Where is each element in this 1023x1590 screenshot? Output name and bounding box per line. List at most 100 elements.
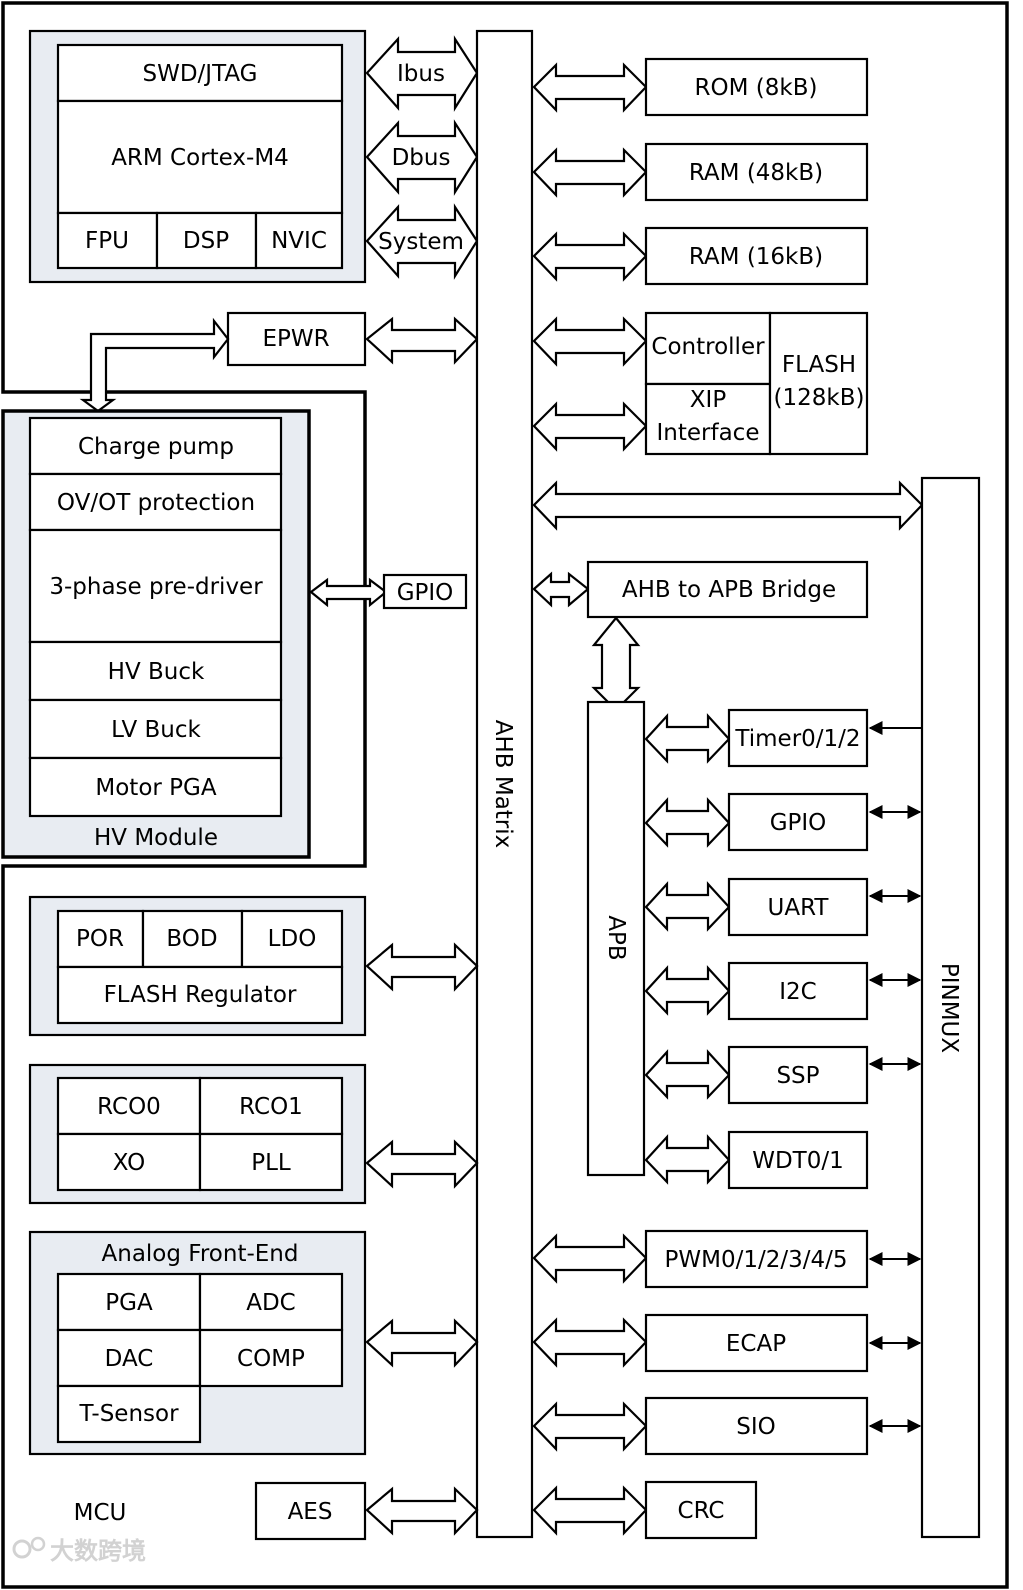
hv-gpio-arrow [309, 577, 388, 608]
clock-group: RCO0 RCO1 XO PLL [28, 1063, 367, 1205]
ram48-label: RAM (48kB) [689, 160, 823, 186]
rom-block [644, 57, 869, 117]
dac-block [56, 1328, 202, 1388]
aes-block [254, 1481, 367, 1541]
clock-ahb-arrow [365, 1139, 479, 1189]
xo-label: XO [113, 1150, 145, 1176]
hv-module-title: HV Module [94, 825, 218, 851]
epwr-ahb-arrow [365, 316, 479, 365]
sio-arrow [532, 1401, 648, 1452]
memory-group: ROM (8kB) RAM (48kB) RAM (16kB) Controll… [532, 57, 869, 456]
crc-arrow [532, 1485, 648, 1536]
flash-controller-label: Controller [651, 334, 765, 360]
por-label: POR [76, 926, 124, 952]
afe-group: Analog Front-End PGA ADC DAC COMP T-Sens… [28, 1230, 367, 1456]
ssp-arrow [644, 1049, 731, 1100]
uart-block [727, 877, 869, 937]
timer-arrow [644, 713, 731, 764]
epwr-block [226, 311, 367, 367]
pll-label: PLL [251, 1150, 291, 1176]
uart-label: UART [768, 895, 830, 921]
ram48-arrow [532, 147, 648, 198]
ahb-apb-bridge-label: AHB to APB Bridge [622, 577, 836, 603]
ecap-block [644, 1313, 869, 1373]
aes-label: AES [288, 1499, 333, 1525]
hv-gpio-label: GPIO [397, 580, 454, 606]
ahb-peripherals: PWM0/1/2/3/4/5 ECAP SIO CRC [532, 1229, 869, 1540]
epwr-label: EPWR [262, 326, 329, 352]
nvic-label: NVIC [271, 228, 327, 254]
ram16-label: RAM (16kB) [689, 244, 823, 270]
timer-label: Timer0/1/2 [734, 726, 860, 752]
nvic-block [254, 211, 344, 270]
dac-label: DAC [105, 1346, 154, 1372]
lv-buck-block [28, 698, 283, 760]
watermark-logo-icon [12, 1539, 32, 1559]
ssp-label: SSP [776, 1063, 819, 1089]
cpu-core-group: SWD/JTAG ARM Cortex-M4 FPU DSP NVIC [28, 29, 367, 284]
afe-title: Analog Front-End [102, 1241, 299, 1267]
pwm-arrow [532, 1233, 648, 1284]
sio-block [644, 1396, 869, 1456]
tsensor-block [56, 1384, 202, 1444]
xip-arrow [532, 401, 648, 452]
apb-peripherals: Timer0/1/2 GPIO UART I2C SSP WDT0/1 [644, 708, 869, 1190]
comp-block [198, 1328, 344, 1388]
predriver-block [28, 528, 283, 644]
rom-arrow [532, 62, 648, 113]
pwm-block [644, 1229, 869, 1289]
ahb-apb-bridge-block [586, 560, 869, 619]
rco0-label: RCO0 [97, 1094, 161, 1120]
uart-arrow [644, 881, 731, 932]
afe-ahb-arrow [365, 1318, 479, 1368]
cpu-bus-arrows: Ibus Dbus System [365, 35, 479, 280]
ram48-block [644, 142, 869, 202]
pinmux-links [868, 721, 922, 1433]
arm-cortex-label: ARM Cortex-M4 [111, 145, 289, 171]
ram16-block [644, 226, 869, 286]
flash-controller-arrow [532, 316, 648, 367]
timer-block [727, 708, 869, 768]
pwm-label: PWM0/1/2/3/4/5 [664, 1247, 847, 1273]
ibus-label: Ibus [397, 61, 445, 87]
wdt-block [727, 1130, 869, 1190]
flash-label-line2: (128kB) [774, 385, 865, 411]
apb-bar [586, 700, 646, 1177]
apb-gpio-arrow [644, 797, 731, 848]
flash-label-line1: FLASH [782, 352, 856, 378]
epwr-hv-arrow [79, 317, 230, 413]
dbus-label: Dbus [392, 145, 451, 171]
apb-gpio-block [727, 792, 869, 852]
hv-gpio-block [382, 573, 468, 610]
fpu-label: FPU [85, 228, 129, 254]
comp-label: COMP [237, 1346, 305, 1372]
xip-label-line1: XIP [690, 387, 727, 413]
power-ahb-arrow [365, 942, 479, 992]
ovot-label: OV/OT protection [57, 490, 255, 516]
crc-block [644, 1480, 758, 1540]
ecap-label: ECAP [726, 1331, 786, 1357]
i2c-label: I2C [779, 979, 816, 1005]
bod-label: BOD [166, 926, 217, 952]
sio-label: SIO [736, 1414, 776, 1440]
wdt-arrow [644, 1134, 731, 1185]
flash-regulator-block [56, 965, 344, 1025]
hv-buck-block [28, 640, 283, 702]
predriver-label: 3-phase pre-driver [49, 574, 263, 600]
ldo-label: LDO [268, 926, 317, 952]
motor-pga-block [28, 756, 283, 818]
tsensor-label: T-Sensor [78, 1401, 179, 1427]
wdt-label: WDT0/1 [752, 1148, 844, 1174]
apb-label: APB [603, 915, 629, 960]
swd-jtag-block [56, 43, 344, 103]
lv-buck-label: LV Buck [111, 717, 201, 743]
ahb-bridge-arrow [532, 571, 590, 608]
watermark-text: 大数跨境 [50, 1537, 146, 1565]
hv-module-group: Charge pump OV/OT protection 3-phase pre… [1, 409, 311, 859]
flash-regulator-label: FLASH Regulator [104, 982, 297, 1008]
pinmux-label: PINMUX [936, 963, 962, 1054]
watermark: 大数跨境 [12, 1536, 146, 1565]
motor-pga-label: Motor PGA [95, 775, 216, 801]
